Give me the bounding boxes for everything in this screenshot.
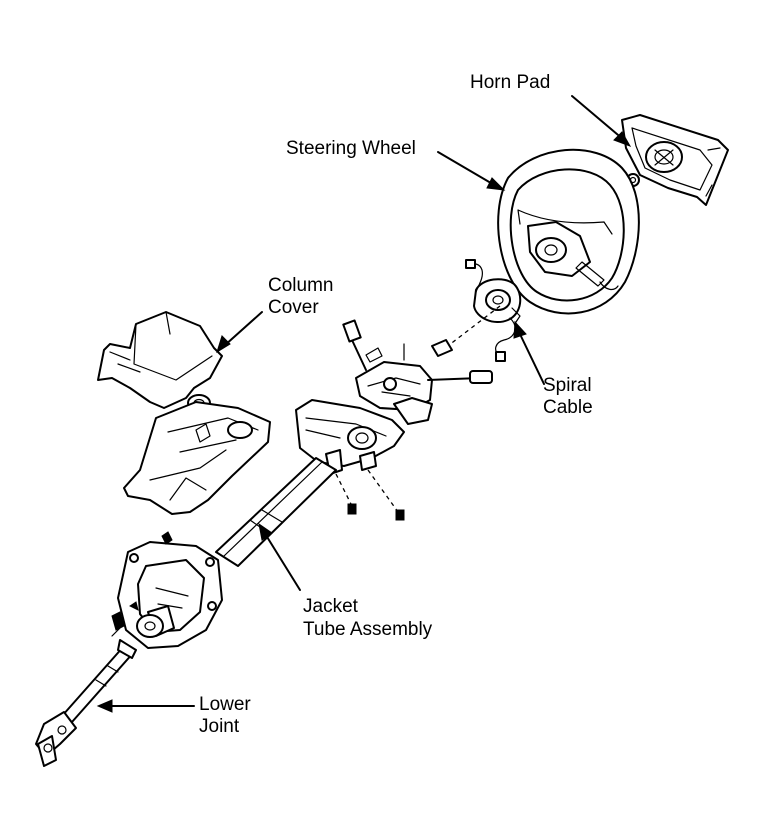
- lower-joint: [35, 711, 77, 767]
- combination-switch: [342, 319, 493, 425]
- lower-fasteners: [111, 531, 173, 637]
- label-jacket-tube-line2: Tube Assembly: [303, 619, 433, 640]
- column-cover-lower: [123, 401, 271, 515]
- label-spiral-cable-line2: Cable: [543, 397, 593, 418]
- leader-horn-pad: [571, 95, 632, 147]
- label-spiral-cable-line1: Spiral: [543, 375, 592, 396]
- column-lower-flange: [117, 541, 223, 649]
- leader-column-cover: [216, 311, 263, 354]
- label-steering-wheel: Steering Wheel: [286, 138, 416, 159]
- leader-jacket-tube: [258, 522, 301, 591]
- spiral-cable: [465, 259, 522, 362]
- leader-lower-joint: [96, 699, 195, 713]
- steering-wheel: [497, 148, 640, 315]
- leader-spiral-cable: [513, 320, 545, 385]
- label-horn-pad: Horn Pad: [470, 72, 551, 93]
- label-column-cover-line2: Cover: [268, 297, 319, 318]
- label-column-cover-line1: Column: [268, 275, 334, 296]
- column-cover-upper: [97, 311, 223, 409]
- leader-steering-wheel: [437, 151, 506, 191]
- column-mounting-bolts: [335, 469, 405, 521]
- intermediate-shaft: [61, 639, 137, 723]
- label-lower-joint-line2: Joint: [199, 716, 240, 737]
- label-jacket-tube-line1: Jacket: [303, 596, 358, 617]
- horn-pad: [621, 114, 729, 206]
- label-lower-joint-line1: Lower: [199, 694, 251, 715]
